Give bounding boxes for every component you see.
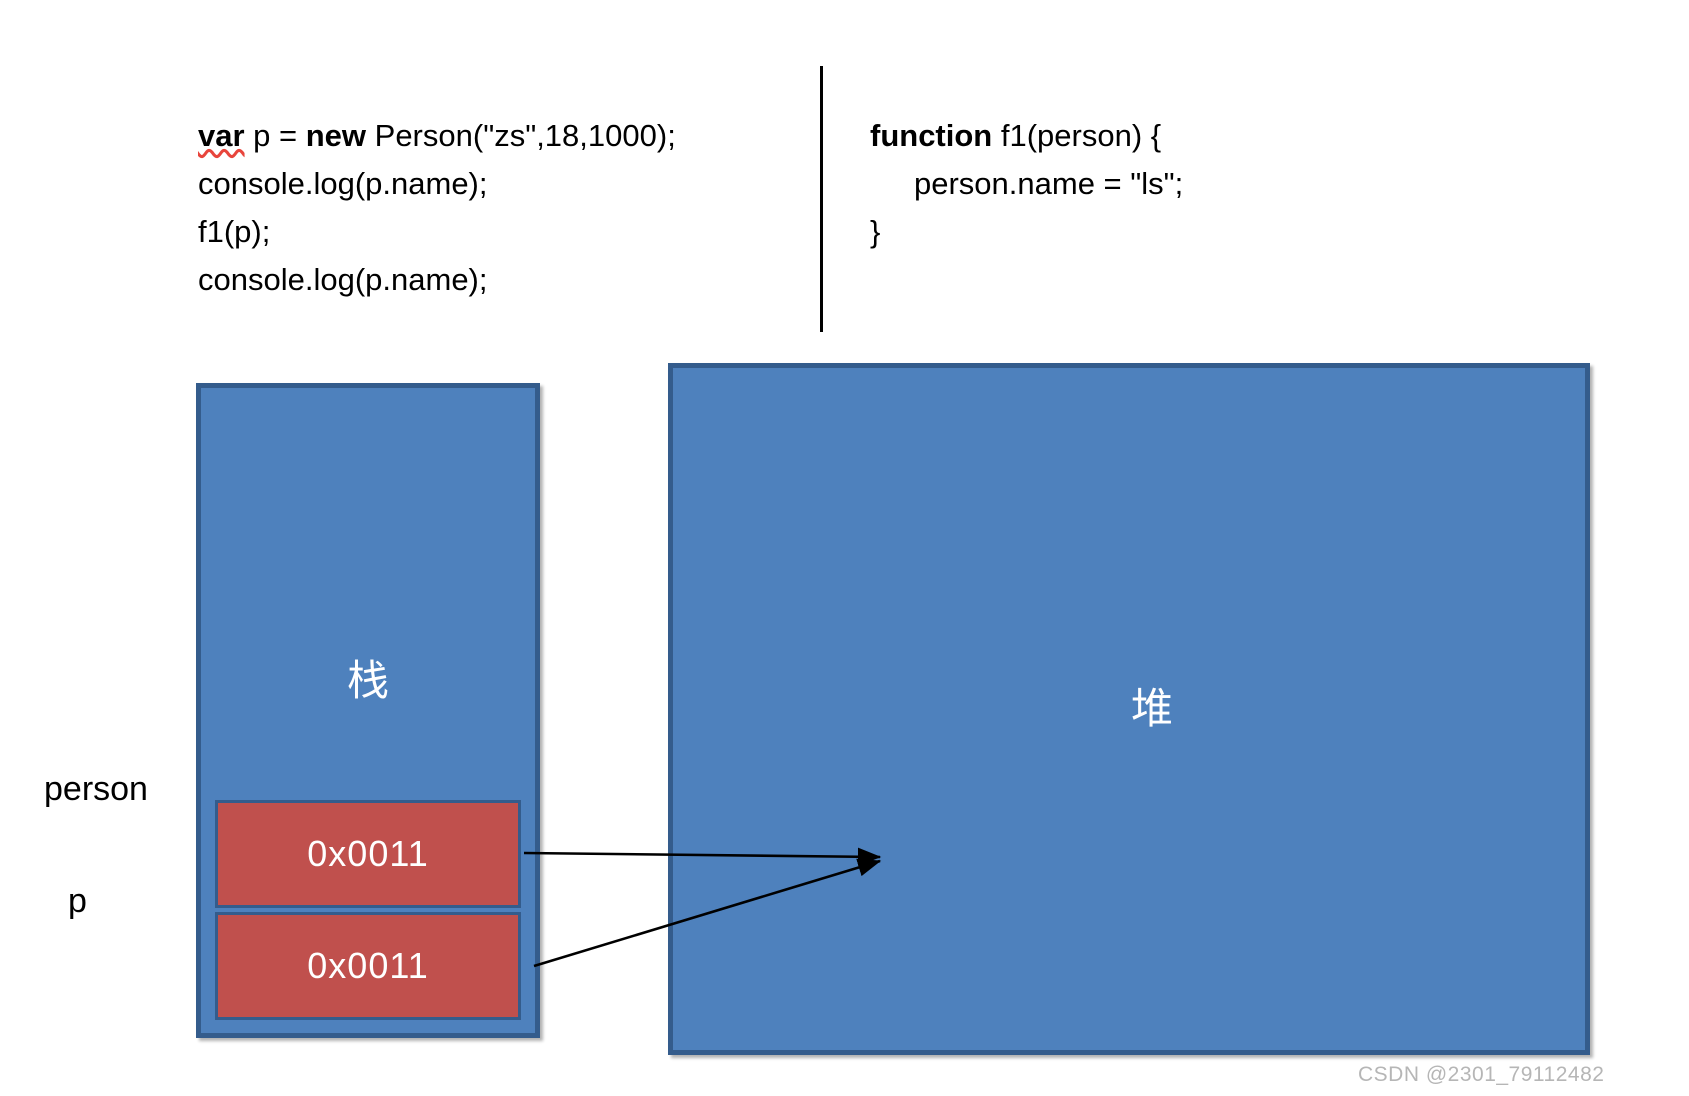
code-line: } [870,208,1183,256]
stack-title: 栈 [346,656,389,705]
code-token: f1(p); [198,214,271,249]
heap-title: 堆 [1131,684,1174,733]
code-token: Person("zs",18,1000); [366,118,676,153]
stack-var-label-person: person [44,770,148,808]
code-block-main: var p = new Person("zs",18,1000); console… [198,112,676,304]
stack-var-label-p: p [68,882,87,920]
code-block-function: function f1(person) { person.name = "ls";… [870,112,1183,256]
code-token: f1(person) { [992,118,1162,153]
code-divider [820,66,823,332]
stack-region: 栈 0x0011 0x0011 [196,383,540,1038]
code-token: function [870,118,993,153]
code-line: person.name = "ls"; [870,160,1183,208]
code-token: console.log(p.name); [198,166,488,201]
code-line: console.log(p.name); [198,256,676,304]
stack-cell-person: 0x0011 [215,800,521,908]
code-line: function f1(person) { [870,112,1183,160]
watermark: CSDN @2301_79112482 [1358,1063,1605,1086]
code-line: var p = new Person("zs",18,1000); [198,112,676,160]
stack-cell-p: 0x0011 [215,912,521,1020]
code-line: f1(p); [198,208,676,256]
heap-region: 堆 0x0011 p对象 [668,363,1590,1055]
code-token: p = [244,118,306,153]
code-token: } [870,214,881,249]
code-token: console.log(p.name); [198,262,488,297]
code-token: var [198,118,245,153]
code-token: person.name = "ls"; [914,166,1184,201]
code-line: console.log(p.name); [198,160,676,208]
code-token: new [305,118,367,153]
